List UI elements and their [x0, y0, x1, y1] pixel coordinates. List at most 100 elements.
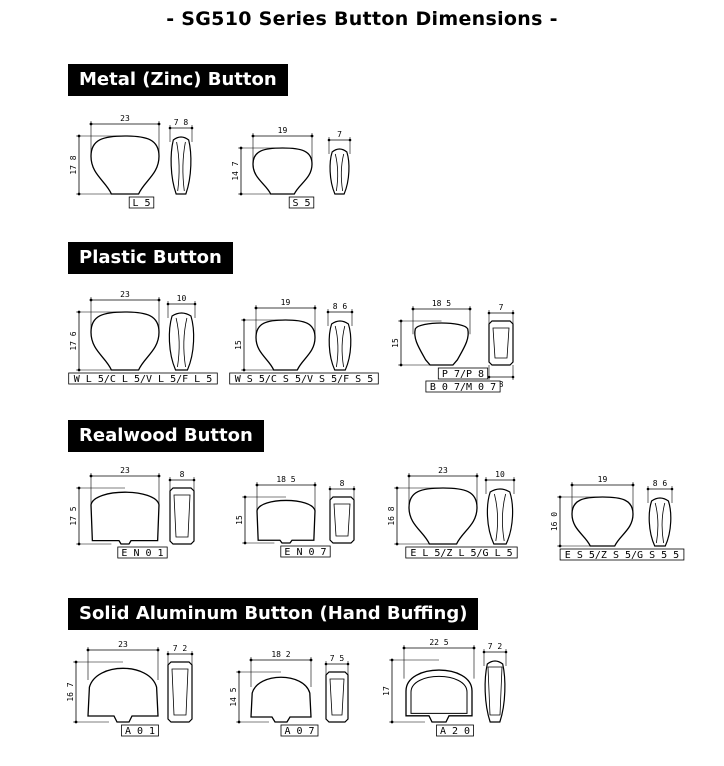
side-contour-line: [661, 502, 666, 544]
side-bevel-outline: [173, 494, 191, 538]
dimension-dot: [350, 310, 354, 314]
dimension-dot: [168, 478, 172, 482]
height-value: 17 6: [69, 331, 78, 350]
side-bevel-outline: [329, 678, 345, 716]
button-front-outline: [250, 676, 312, 723]
height-value: 17: [382, 686, 391, 696]
button-side-outline: [169, 487, 195, 545]
model-code-box: [436, 724, 474, 737]
dimension-dot: [484, 478, 488, 482]
dimension-dot: [157, 474, 161, 478]
dimension-dot: [631, 483, 635, 487]
thickness-value: 7 5: [330, 654, 345, 663]
model-code-box: [280, 724, 319, 737]
dimension-dot: [346, 662, 350, 666]
page-title: - SG510 Series Button Dimensions -: [166, 8, 558, 30]
dimension-dot: [313, 306, 317, 310]
thickness-value: 8: [340, 479, 345, 488]
width-value: 18 5: [276, 475, 295, 484]
height-value: 17 8: [69, 155, 78, 174]
model-code-box: [121, 724, 159, 737]
section-heading-metal-zinc: Metal (Zinc) Button: [68, 64, 288, 96]
model-code: A 0 7: [284, 726, 314, 737]
dimension-dot: [512, 478, 516, 482]
dimension-dot: [511, 375, 515, 379]
width-value: 22 5: [429, 638, 448, 647]
side-contour-line: [494, 493, 498, 542]
dimension-dot: [77, 134, 81, 138]
width-value: 23: [118, 640, 128, 649]
button-front-outline: [408, 487, 478, 545]
button-side-outline: [329, 148, 350, 195]
button-front-outline: [90, 135, 160, 195]
dimension-dot: [89, 474, 93, 478]
model-code: A 2 0: [440, 726, 470, 737]
thickness-value: 7 8: [174, 118, 189, 127]
dimension-dot: [326, 310, 330, 314]
side-bevel-outline: [487, 666, 503, 716]
side-contour-line: [334, 325, 339, 368]
model-code-box: [425, 380, 501, 393]
model-code: W S 5/C S 5/V S 5/F S 5: [235, 374, 373, 385]
side-bevel-outline: [171, 668, 189, 716]
dimension-dot: [237, 670, 241, 674]
dimension-dot: [157, 122, 161, 126]
dimension-dot: [77, 310, 81, 314]
dimension-dot: [77, 192, 81, 196]
thickness-value: 10: [495, 470, 505, 479]
button-side-outline: [484, 660, 506, 723]
button-front-outline: [90, 491, 160, 545]
dimension-dot: [411, 307, 415, 311]
button-front-outline: [87, 667, 159, 723]
dimension-dot: [255, 483, 259, 487]
dimension-dot: [74, 660, 78, 664]
dimension-dot: [504, 650, 508, 654]
model-code-box: [68, 372, 218, 385]
button-side-outline: [648, 497, 672, 547]
dimension-dot: [390, 658, 394, 662]
dimension-dot: [193, 302, 197, 306]
dimension-dot: [646, 487, 650, 491]
side-contour-line: [182, 141, 186, 192]
dimension-dot: [395, 486, 399, 490]
dimension-dot: [190, 652, 194, 656]
dimension-dot: [74, 720, 78, 724]
model-code: P 7/P 8: [442, 369, 484, 380]
dimension-dot: [348, 138, 352, 142]
button-side-outline: [325, 671, 349, 723]
button-side-outline: [167, 661, 193, 723]
button-diagram: 22 5 17 7 2 A 2 0: [382, 638, 508, 737]
dimension-dot: [168, 126, 172, 130]
dimension-dot: [166, 302, 170, 306]
dimension-dot: [243, 541, 247, 545]
section-heading-plastic: Plastic Button: [68, 242, 233, 274]
button-front-outline: [256, 499, 316, 544]
dimension-dot: [511, 311, 515, 315]
side-bevel-outline: [492, 327, 510, 359]
dimension-dot: [89, 298, 93, 302]
dimension-dot: [243, 495, 247, 499]
thickness-value: 7 2: [488, 642, 503, 651]
button-diagram: 18 214 57 5A 0 7: [229, 650, 350, 737]
model-code: W L 5/C L 5/V L 5/F L 5: [74, 374, 212, 385]
width-value: 19: [281, 298, 291, 307]
model-code-box: [559, 548, 685, 561]
dimension-dot: [468, 307, 472, 311]
dimension-dot: [475, 474, 479, 478]
button-front-outline: [414, 322, 469, 366]
side-bevel-outline: [333, 503, 351, 537]
button-side-outline: [170, 136, 192, 195]
model-code: B 0 7/M 0 7: [430, 382, 496, 393]
button-front-outline: [90, 311, 160, 371]
height-value: 15: [235, 515, 244, 525]
model-code: A 0 1: [125, 726, 155, 737]
model-code: S 5: [292, 198, 310, 209]
dimension-dot: [77, 368, 81, 372]
dimension-dot: [77, 486, 81, 490]
